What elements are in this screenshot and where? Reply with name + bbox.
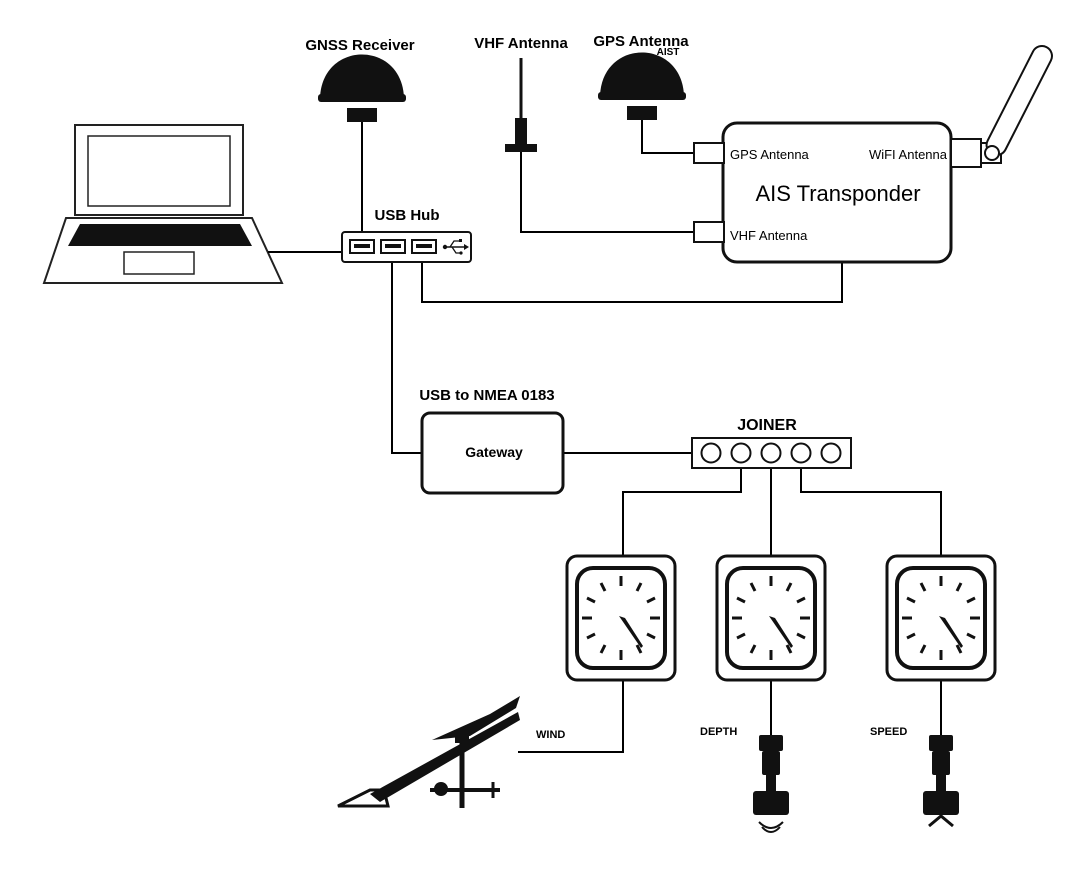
wifi-antenna-icon [980, 44, 1053, 164]
speed-label: SPEED [870, 726, 907, 738]
ais-small-label: AIST [657, 47, 680, 58]
joiner-port [760, 442, 782, 464]
gps-antenna-icon [598, 52, 686, 120]
gnss-receiver-antenna-icon [318, 54, 406, 122]
usb-nmea-label: USB to NMEA 0183 [419, 387, 554, 404]
joiner-port [820, 442, 842, 464]
usb-hub-label: USB Hub [375, 207, 440, 224]
wind-instrument-gauge [565, 554, 677, 682]
wind-vane-sensor-icon [337, 696, 520, 808]
connection-wires [268, 120, 942, 753]
joiner-port [700, 442, 722, 464]
ais-transponder [693, 121, 982, 264]
usb-symbol-icon [442, 239, 469, 255]
ais-transponder-title: AIS Transponder [755, 181, 920, 206]
speed-instrument-gauge [885, 554, 997, 682]
wind-label: WIND [536, 729, 565, 741]
joiner-block [691, 437, 852, 469]
port-gps-antenna-label: GPS Antenna [730, 147, 810, 162]
laptop-icon [42, 124, 284, 284]
speed-sensor-icon [923, 735, 959, 828]
port-wifi-antenna-label: WiFI Antenna [869, 147, 948, 162]
vhf-antenna-icon [505, 58, 537, 152]
port-vhf-antenna-label: VHF Antenna [730, 228, 808, 243]
depth-instrument-gauge [715, 554, 827, 682]
gateway-label: Gateway [465, 444, 523, 460]
gnss-receiver-label: GNSS Receiver [305, 37, 414, 54]
usb-hub [341, 231, 472, 263]
vhf-antenna-label: VHF Antenna [474, 35, 568, 52]
joiner-label: JOINER [737, 417, 797, 434]
joiner-port [790, 442, 812, 464]
depth-transducer-icon [753, 735, 789, 833]
gateway-box [420, 411, 565, 495]
depth-label: DEPTH [700, 726, 737, 738]
gps-antenna-label: GPS Antenna [593, 33, 689, 50]
joiner-port [730, 442, 752, 464]
